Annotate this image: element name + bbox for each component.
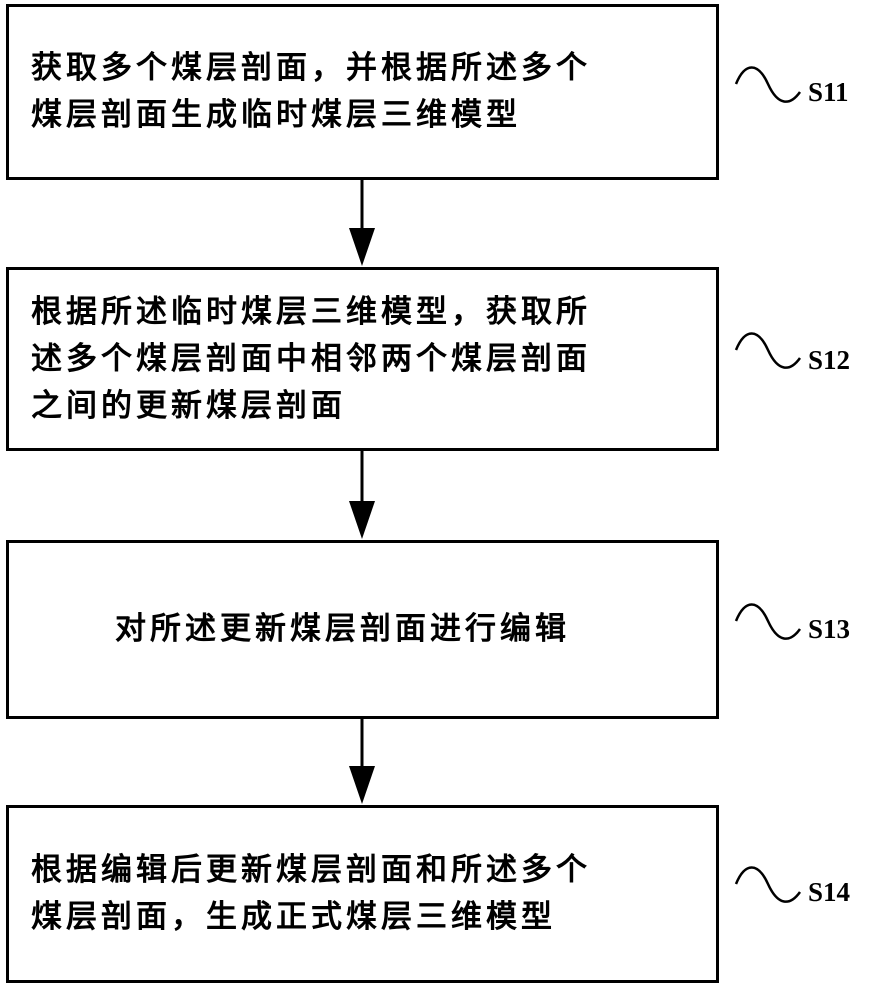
step-text-s12: 根据所述临时煤层三维模型，获取所 述多个煤层剖面中相邻两个煤层剖面 之间的更新煤… [31,293,591,424]
leader-line-s11 [734,66,802,103]
step-label-s14: S14 [808,877,851,907]
step-box-s13: 对所述更新煤层剖面进行编辑 [6,540,719,719]
leader-line-s13 [734,603,802,640]
leader-line-s12 [734,332,802,369]
step-text-s13: 对所述更新煤层剖面进行编辑 [115,611,570,647]
step-label-s11: S11 [808,77,849,107]
arrow-s12-to-s13 [349,451,375,539]
step-label-s13: S13 [808,614,851,644]
step-text-s14: 根据编辑后更新煤层剖面和所述多个 煤层剖面，生成正式煤层三维模型 [31,852,591,935]
step-box-s14: 根据编辑后更新煤层剖面和所述多个 煤层剖面，生成正式煤层三维模型 [6,805,719,983]
step-label-s12: S12 [808,345,851,375]
step-box-s11: 获取多个煤层剖面，并根据所述多个 煤层剖面生成临时煤层三维模型 [6,4,719,180]
step-text-s11: 获取多个煤层剖面，并根据所述多个 煤层剖面生成临时煤层三维模型 [31,50,591,133]
step-box-s12: 根据所述临时煤层三维模型，获取所 述多个煤层剖面中相邻两个煤层剖面 之间的更新煤… [6,267,719,451]
leader-line-s14 [734,866,802,903]
arrow-s13-to-s14 [349,719,375,804]
arrow-s11-to-s12 [349,180,375,266]
